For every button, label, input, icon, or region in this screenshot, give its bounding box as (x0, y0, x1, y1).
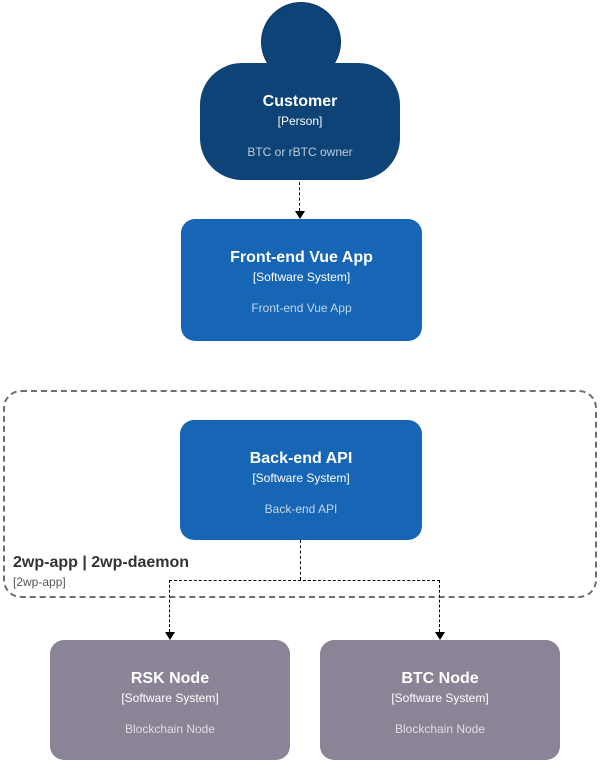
node-type: [Software System] (121, 691, 219, 706)
arrowhead-down-icon (165, 632, 175, 640)
node-type: [Software System] (252, 471, 350, 486)
boundary-label-block: 2wp-app | 2wp-daemon [2wp-app] (13, 554, 189, 589)
node-description: Blockchain Node (124, 722, 216, 737)
system-frontend-vue-app: Front-end Vue App [Software System] Fron… (181, 219, 422, 341)
system-backend-api: Back-end API [Software System] Back-end … (180, 420, 422, 540)
node-description: Blockchain Node (394, 722, 486, 737)
node-description: Front-end Vue App (251, 301, 352, 316)
node-title: Customer (262, 93, 338, 110)
boundary-label: 2wp-app | 2wp-daemon (13, 554, 190, 572)
edge-backend-to-btc-node (439, 580, 440, 632)
edge-customer-to-frontend (299, 182, 300, 211)
node-title: Back-end API (249, 450, 353, 467)
system-rsk-node: RSK Node [Software System] Blockchain No… (50, 640, 290, 760)
node-title: Front-end Vue App (230, 249, 373, 266)
edge-backend-split (169, 580, 440, 581)
edge-backend-stem (300, 540, 301, 580)
arrowhead-down-icon (295, 211, 305, 219)
edge-backend-to-rsk-node (169, 580, 170, 632)
system-btc-node: BTC Node [Software System] Blockchain No… (320, 640, 560, 760)
node-type: [Person] (277, 114, 323, 129)
person-customer: Customer [Person] BTC or rBTC owner (200, 63, 400, 180)
node-title: BTC Node (401, 670, 479, 687)
node-title: RSK Node (130, 670, 210, 687)
arrowhead-down-icon (435, 632, 445, 640)
node-description: BTC or rBTC owner (247, 145, 353, 160)
boundary-sublabel: [2wp-app] (13, 575, 66, 589)
node-type: [Software System] (252, 270, 351, 285)
node-type: [Software System] (391, 691, 489, 706)
boundary-2wp-app: 2wp-app | 2wp-daemon [2wp-app] (3, 390, 597, 598)
node-description: Back-end API (264, 502, 338, 517)
